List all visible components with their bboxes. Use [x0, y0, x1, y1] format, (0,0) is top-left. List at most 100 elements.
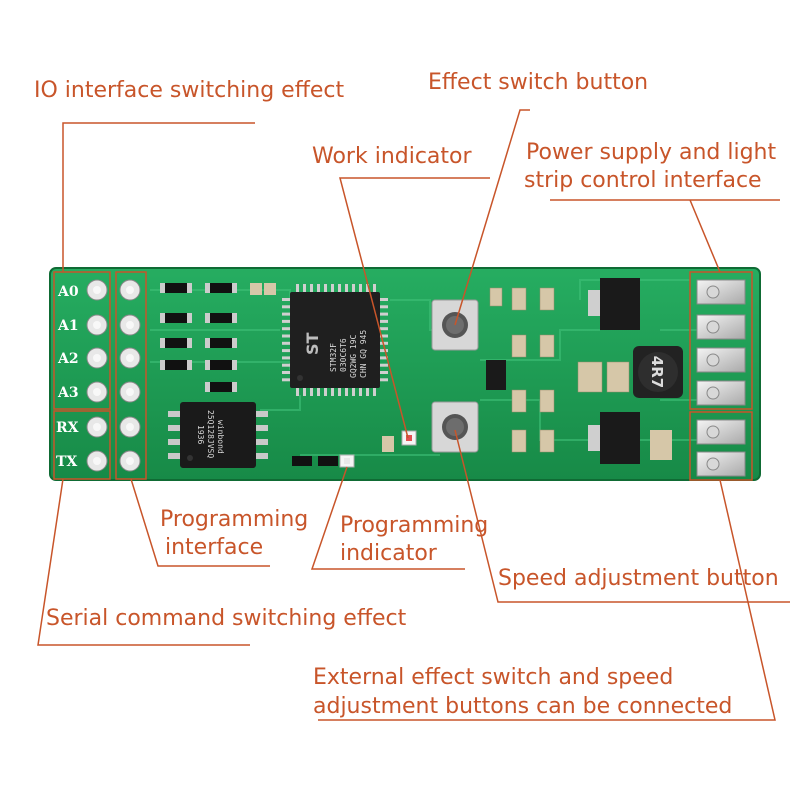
resistor: [160, 283, 192, 293]
label-speed-adjust: Speed adjustment button: [498, 566, 779, 591]
mcu-pin: [331, 284, 334, 292]
mcu-pin: [317, 388, 320, 396]
leader-io-interface: [62, 122, 255, 272]
transistor: [588, 412, 672, 464]
resistor: [205, 313, 237, 323]
resistor: [205, 338, 237, 348]
pin-hole: [86, 279, 108, 301]
small-resistors-bottom: [292, 436, 394, 466]
mcu-pin: [380, 378, 388, 382]
mcu-pin: [331, 388, 334, 396]
leader-lines: [37, 109, 790, 721]
resistor: [160, 360, 192, 370]
pin-header-io: [86, 279, 108, 472]
label-programming-indicator-1: Programming: [340, 513, 489, 538]
power-strip-pads: [696, 279, 746, 406]
flash-code-text: 25Q128JVSQ: [206, 410, 215, 458]
leader-external: [318, 479, 776, 721]
label-power-supply-1: Power supply and light: [526, 140, 777, 165]
solder-pad: [696, 279, 746, 305]
resistor: [160, 338, 192, 348]
highlight-power-pads: [689, 271, 753, 410]
mcu-pin: [352, 388, 355, 396]
mcu-text-2: 030C6T6: [339, 338, 348, 372]
mcu-pin: [282, 334, 290, 338]
pin-hole: [119, 347, 141, 369]
pin-label-a2: A2: [57, 351, 79, 367]
voltage-regulator: [588, 278, 640, 330]
solder-pad: [696, 314, 746, 340]
pin-label-a3: A3: [57, 385, 79, 401]
pin-hole: [119, 416, 141, 438]
leader-effect-switch: [454, 109, 530, 326]
mcu-pin: [303, 284, 306, 292]
pin-hole: [86, 381, 108, 403]
resistor: [205, 360, 237, 370]
label-io-interface: IO interface switching effect: [34, 78, 345, 103]
leader-programming-interface: [130, 478, 270, 567]
label-programming-interface-2: interface: [165, 535, 264, 560]
mcu-pin: [380, 298, 388, 301]
flash-brand-text: winbond: [216, 420, 225, 454]
st-logo: ST: [303, 332, 322, 355]
mcu-pin: [373, 388, 376, 396]
resistor: [205, 382, 237, 392]
label-programming-interface-1: Programming: [160, 507, 309, 532]
pin-label-rx: RX: [56, 420, 79, 436]
mcu-chip: ST STM32F 030C6T6 GQ2WG 19C CHN GQ 945: [282, 284, 388, 396]
mcu-pin: [352, 284, 355, 292]
programming-indicator-led: [339, 454, 355, 468]
work-indicator-led: [401, 430, 417, 446]
mcu-pin: [380, 356, 388, 360]
leader-programming-indicator: [310, 466, 465, 570]
inductor: 4R7: [633, 346, 683, 398]
pin-hole: [119, 450, 141, 472]
resistor: [160, 313, 192, 323]
mcu-pin: [338, 388, 341, 396]
mcu-pin: [282, 319, 290, 323]
mcu-pin: [345, 388, 348, 396]
pin-label-a0: A0: [57, 284, 79, 300]
solder-pad: [696, 347, 746, 373]
mcu-pin: [366, 284, 369, 292]
mcu-pin: [380, 349, 388, 353]
label-work-indicator: Work indicator: [312, 144, 472, 169]
mcu-pin: [282, 356, 290, 360]
mcu-pin: [296, 388, 299, 396]
label-external-2: adjustment buttons can be connected: [313, 694, 733, 719]
mcu-pin: [338, 284, 341, 292]
mcu-pin: [345, 284, 348, 292]
pin-label-a1: A1: [57, 318, 79, 334]
solder-pad: [696, 419, 746, 445]
label-programming-indicator-2: indicator: [340, 541, 437, 566]
mcu-pin: [380, 312, 388, 316]
mcu-pin: [282, 305, 290, 309]
highlight-serial-pins: [53, 410, 111, 480]
mcu-pin: [296, 284, 299, 292]
flash-date-text: 1936: [196, 425, 205, 444]
highlight-io-pins: [53, 271, 111, 410]
mcu-pin: [380, 327, 388, 331]
capacitor-cluster: [489, 287, 630, 453]
mcu-pin: [324, 284, 327, 292]
mcu-pin: [303, 388, 306, 396]
mcu-pin: [282, 349, 290, 353]
external-button-pads: [696, 419, 746, 477]
mcu-pin: [282, 327, 290, 331]
mcu-pin: [310, 388, 313, 396]
mcu-text-1: STM32F: [329, 343, 338, 372]
label-effect-switch: Effect switch button: [428, 70, 649, 95]
mcu-pin: [380, 319, 388, 323]
mcu-pin: [282, 371, 290, 374]
flash-chip: winbond 25Q128JVSQ 1936: [168, 402, 268, 468]
mcu-pin: [317, 284, 320, 292]
mcu-text-4: CHN GQ 945: [359, 330, 368, 378]
pin-hole: [119, 314, 141, 336]
leader-power-supply: [550, 199, 780, 273]
resistor-array: [160, 283, 276, 392]
mcu-pin: [359, 388, 362, 396]
mcu-pin: [282, 341, 290, 345]
highlight-external-pads: [689, 411, 753, 481]
mcu-text-3: GQ2WG 19C: [349, 334, 358, 378]
